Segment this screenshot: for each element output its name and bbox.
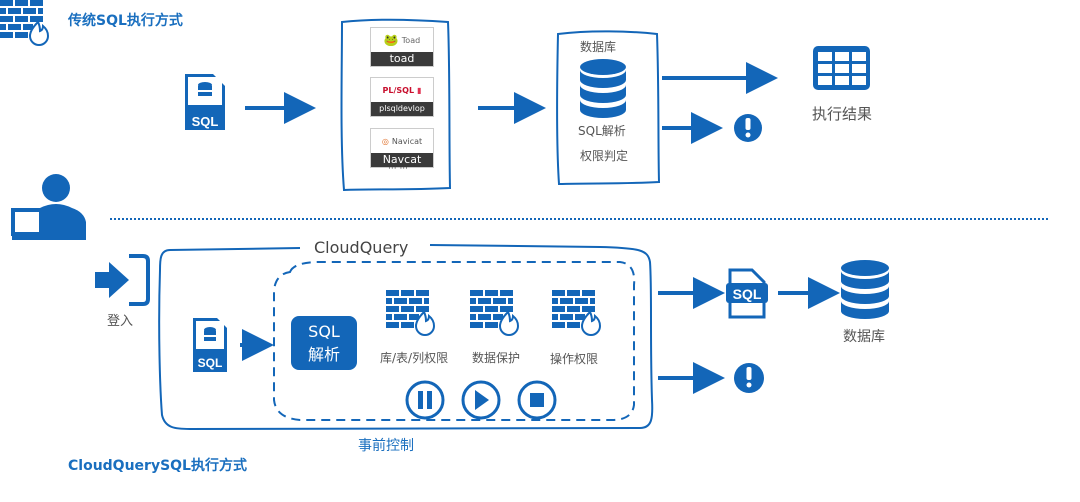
- db-box-line1: SQL解析: [578, 124, 626, 138]
- play-icon[interactable]: [461, 380, 501, 420]
- sql-parse-button[interactable]: SQL 解析: [291, 316, 357, 370]
- database-icon: [841, 260, 889, 319]
- login-label: 登入: [107, 314, 134, 329]
- warning-icon: [734, 363, 764, 393]
- sql-parse-line1: SQL: [308, 322, 340, 341]
- control-label: 库/表/列权限: [380, 351, 449, 365]
- result-label: 执行结果: [812, 105, 873, 123]
- pause-icon[interactable]: [405, 380, 445, 420]
- tools-more: ··· ···: [388, 164, 409, 174]
- svg-text:SQL: SQL: [198, 356, 223, 370]
- navicat-logo: ◎Navicat: [381, 136, 423, 146]
- tool-name: plsqldevlop: [371, 102, 433, 116]
- toad-logo: 🐸Toad: [383, 33, 421, 47]
- tool-card-navicat: ◎Navicat Navcat: [370, 128, 434, 168]
- sql-file-icon: SQL: [726, 268, 768, 319]
- svg-text:SQL: SQL: [192, 114, 219, 129]
- db-box: [556, 30, 661, 186]
- control-label: 数据保护: [472, 351, 521, 365]
- plsql-logo: PL/SQL▮: [382, 85, 422, 95]
- sql-file-icon: SQL: [185, 74, 225, 130]
- pre-control-label: 事前控制: [358, 438, 414, 454]
- tool-card-plsql: PL/SQL▮ plsqldevlop: [370, 77, 434, 117]
- control-zone: [273, 261, 636, 421]
- tools-box: [340, 18, 452, 192]
- cloudquery-box: [158, 244, 654, 431]
- control-label: 操作权限: [550, 352, 599, 366]
- firewall-icon: [0, 0, 50, 46]
- warning-icon: [734, 114, 762, 142]
- sql-parse-line2: 解析: [307, 345, 340, 364]
- cloudquery-footer-title: CloudQuerySQL执行方式: [68, 458, 247, 474]
- database-label: 数据库: [843, 329, 885, 345]
- tool-name: toad: [371, 52, 433, 66]
- table-icon: [813, 46, 870, 90]
- cloudquery-title: CloudQuery: [308, 238, 415, 257]
- svg-text:SQL: SQL: [733, 286, 762, 302]
- tool-card-toad: 🐸Toad toad: [370, 27, 434, 67]
- db-box-line2: 权限判定: [580, 149, 629, 163]
- stop-icon[interactable]: [517, 380, 557, 420]
- sql-file-icon: SQL: [193, 318, 227, 372]
- database-icon: [580, 59, 626, 118]
- traditional-title: 传统SQL执行方式: [68, 13, 183, 29]
- db-box-title: 数据库: [580, 40, 617, 54]
- user-laptop-icon: [11, 174, 86, 240]
- tool-name: Navcat: [371, 153, 433, 167]
- login-icon: [95, 254, 150, 306]
